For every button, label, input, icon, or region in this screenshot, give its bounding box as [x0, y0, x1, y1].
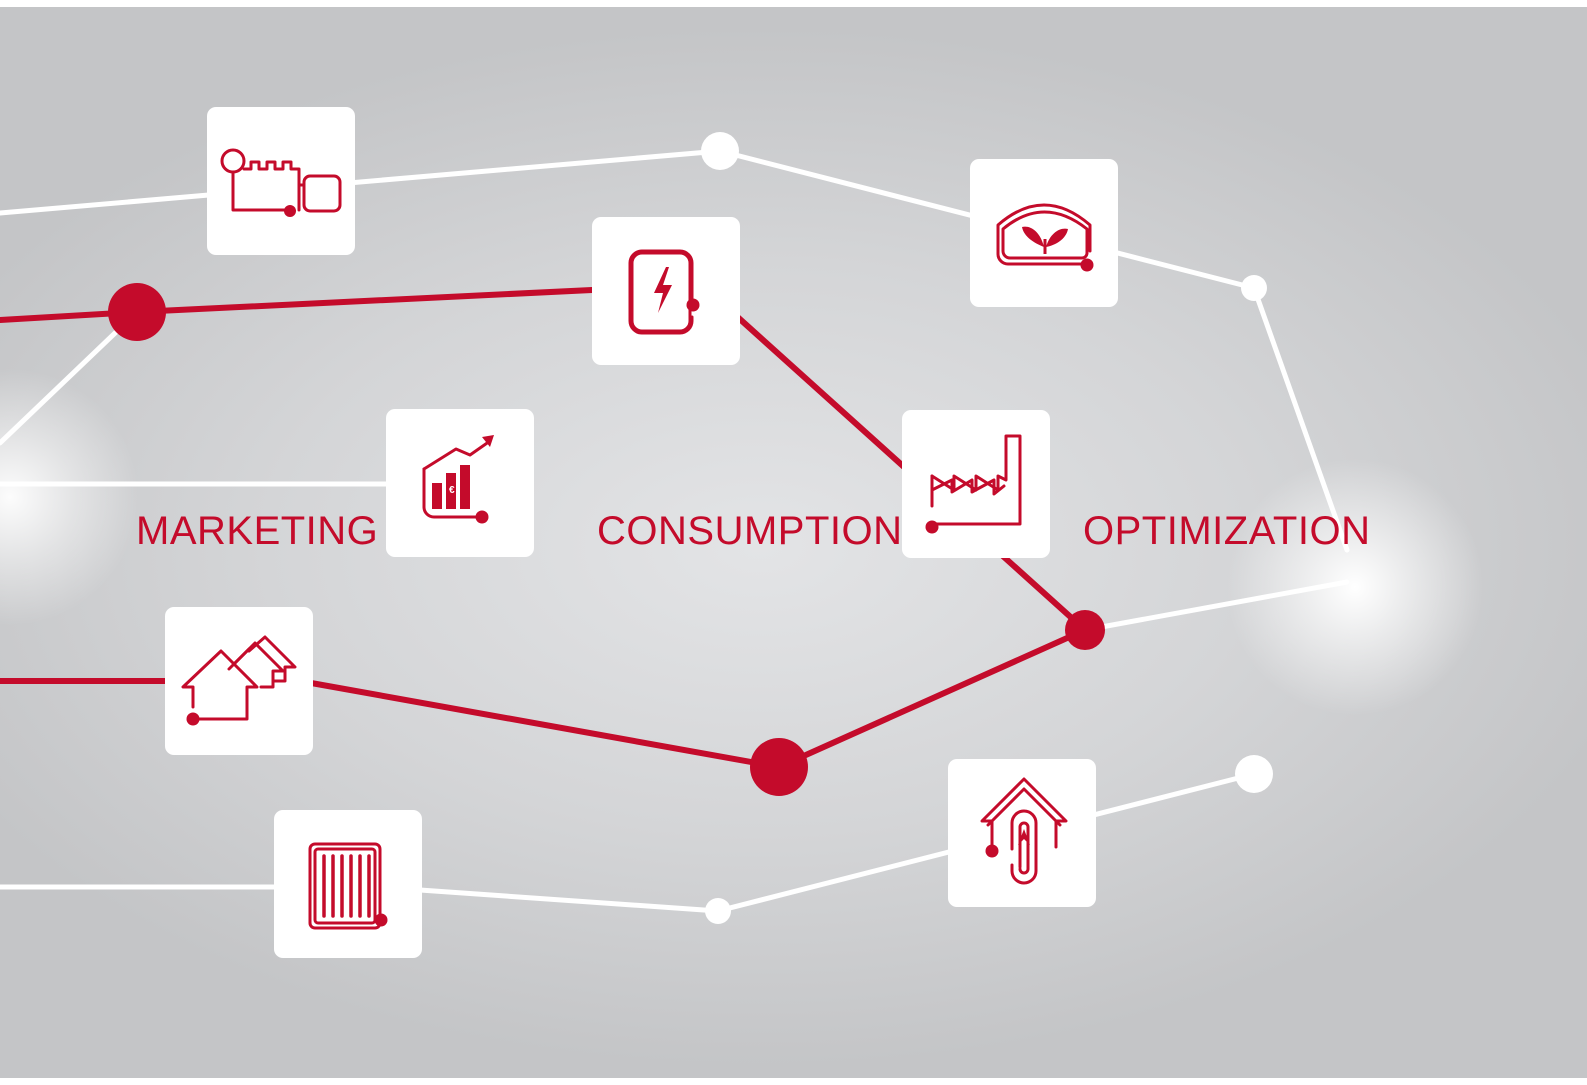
white-node [1235, 755, 1273, 793]
red-line [134, 287, 595, 315]
white-node [705, 898, 731, 924]
svg-text:€: € [449, 485, 455, 496]
market-chart-tile: € [386, 409, 534, 557]
white-node [701, 132, 739, 170]
white-line [1251, 285, 1350, 553]
white-node [1241, 275, 1267, 301]
heat-pump-house-tile [948, 759, 1096, 907]
radiator-icon [308, 842, 388, 930]
white-line [0, 148, 723, 216]
power-plant-tile [207, 107, 355, 255]
residential-houses-icon [181, 635, 297, 726]
red-node [108, 283, 166, 341]
red-node [1065, 610, 1105, 650]
white-line [417, 887, 721, 914]
consumption-label: CONSUMPTION [597, 509, 903, 553]
white-line [0, 309, 140, 446]
residential-houses-tile [165, 607, 313, 755]
factory-icon [925, 434, 1022, 534]
market-chart-icon: € [422, 435, 494, 524]
white-line [1082, 579, 1350, 633]
greenhouse-tile [970, 159, 1118, 307]
red-node [750, 738, 808, 796]
radiator-tile [274, 810, 422, 958]
greenhouse-icon [996, 203, 1094, 272]
optimization-label: OPTIMIZATION [1083, 509, 1371, 553]
red-line [297, 678, 782, 770]
factory-tile [902, 410, 1050, 558]
electricity-meter-icon [628, 249, 700, 335]
power-plant-icon [220, 148, 342, 217]
marketing-label: MARKETING [136, 509, 379, 553]
electricity-meter-tile [592, 217, 740, 365]
red-line [776, 627, 1088, 770]
heat-pump-house-icon [980, 777, 1068, 885]
diagram-canvas: € [0, 7, 1587, 1078]
